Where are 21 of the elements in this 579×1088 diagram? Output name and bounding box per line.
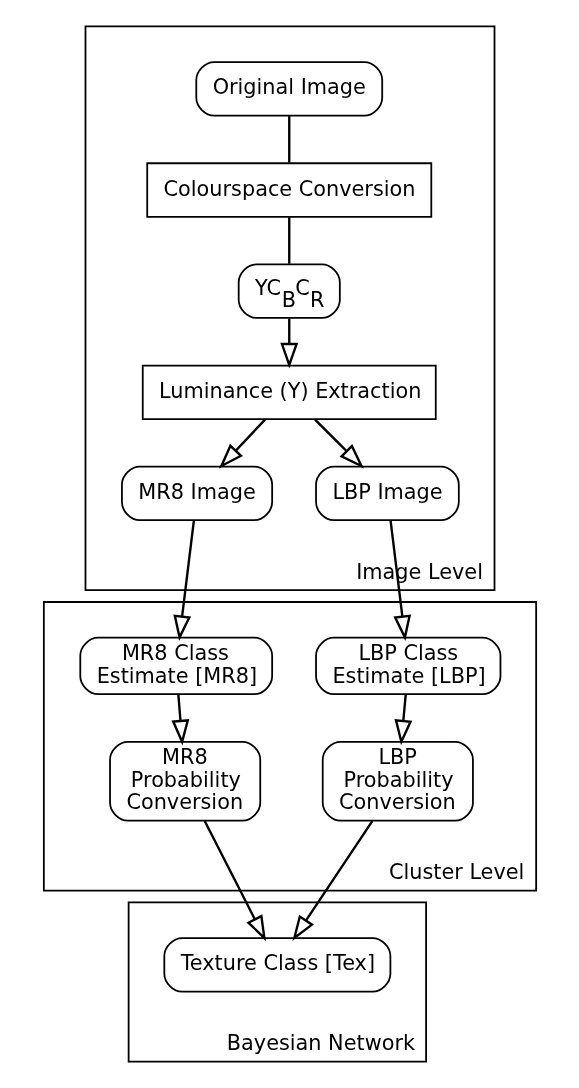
- arrow: [170, 694, 189, 746]
- arrow: [279, 318, 298, 369]
- connector: [287, 116, 290, 163]
- node-box: MR8 Class Estimate [MR8]: [78, 636, 273, 696]
- node-box: LBP Class Estimate [LBP]: [314, 636, 501, 696]
- arrow: [291, 820, 373, 941]
- arrow: [388, 520, 411, 641]
- connector: [287, 217, 290, 264]
- arrow: [218, 418, 266, 469]
- arrow: [393, 694, 412, 746]
- node-box: Colourspace Conversion: [145, 162, 432, 218]
- arrow: [313, 418, 364, 469]
- node-box: LBP Probability Conversion: [321, 740, 474, 822]
- node-box: MR8 Probability Conversion: [108, 740, 261, 822]
- node-box: MR8 Image: [120, 465, 273, 522]
- node-box: LBP Image: [314, 465, 460, 522]
- arrow: [203, 820, 266, 942]
- node-box: Luminance (Y) Extraction: [141, 364, 437, 420]
- arrow: [172, 520, 195, 641]
- node-box: Original Image: [194, 61, 383, 117]
- node-box: Texture Class [Tex]: [162, 937, 391, 993]
